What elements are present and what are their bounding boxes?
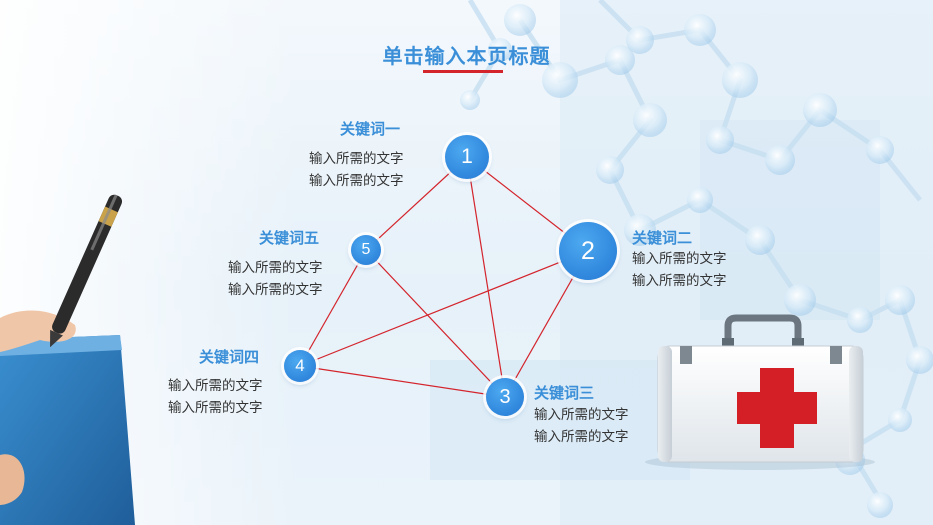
- keyword-3-line-2: 输入所需的文字: [534, 429, 629, 445]
- clipboard-illustration: [0, 194, 135, 525]
- connector-4-3: [299, 365, 506, 398]
- keyword-2-text[interactable]: 输入所需的文字 输入所需的文字: [632, 248, 727, 292]
- keyword-3-label[interactable]: 关键词三: [534, 384, 595, 402]
- node-5[interactable]: 5: [351, 235, 381, 265]
- keyword-5-line-2: 输入所需的文字: [228, 282, 323, 298]
- keyword-1-line-2: 输入所需的文字: [309, 173, 404, 189]
- connector-1-5: [365, 156, 468, 251]
- page-title[interactable]: 单击输入本页标题: [382, 44, 551, 68]
- keyword-2-label[interactable]: 关键词二: [632, 229, 693, 247]
- keyword-4-label[interactable]: 关键词四: [199, 348, 260, 366]
- connector-1-3: [466, 156, 506, 398]
- molecule-bubbles: [460, 4, 933, 518]
- connector-5-3: [365, 249, 506, 398]
- keyword-1-line-1: 输入所需的文字: [309, 151, 404, 167]
- keyword-5-line-1: 输入所需的文字: [228, 260, 323, 276]
- keyword-4-text[interactable]: 输入所需的文字 输入所需的文字: [168, 375, 263, 419]
- keyword-1-label[interactable]: 关键词一: [340, 120, 401, 138]
- keyword-4-line-2: 输入所需的文字: [168, 400, 263, 416]
- node-2[interactable]: 2: [559, 222, 617, 280]
- keyword-3-text[interactable]: 输入所需的文字 输入所需的文字: [534, 404, 629, 448]
- keyword-2-line-2: 输入所需的文字: [632, 273, 727, 289]
- keyword-2-line-1: 输入所需的文字: [632, 251, 727, 267]
- node-4[interactable]: 4: [284, 350, 316, 382]
- title-underline: [423, 70, 503, 73]
- keyword-5-label[interactable]: 关键词五: [259, 229, 320, 247]
- keyword-4-line-1: 输入所需的文字: [168, 378, 263, 394]
- keyword-3-line-1: 输入所需的文字: [534, 407, 629, 423]
- connector-2-4: [299, 250, 589, 367]
- keyword-5-text[interactable]: 输入所需的文字 输入所需的文字: [228, 257, 323, 301]
- connector-4-5: [299, 249, 367, 367]
- node-3[interactable]: 3: [486, 378, 524, 416]
- first-aid-kit-illustration: [645, 314, 875, 470]
- keyword-1-text[interactable]: 输入所需的文字 输入所需的文字: [309, 148, 404, 192]
- node-1[interactable]: 1: [445, 135, 489, 179]
